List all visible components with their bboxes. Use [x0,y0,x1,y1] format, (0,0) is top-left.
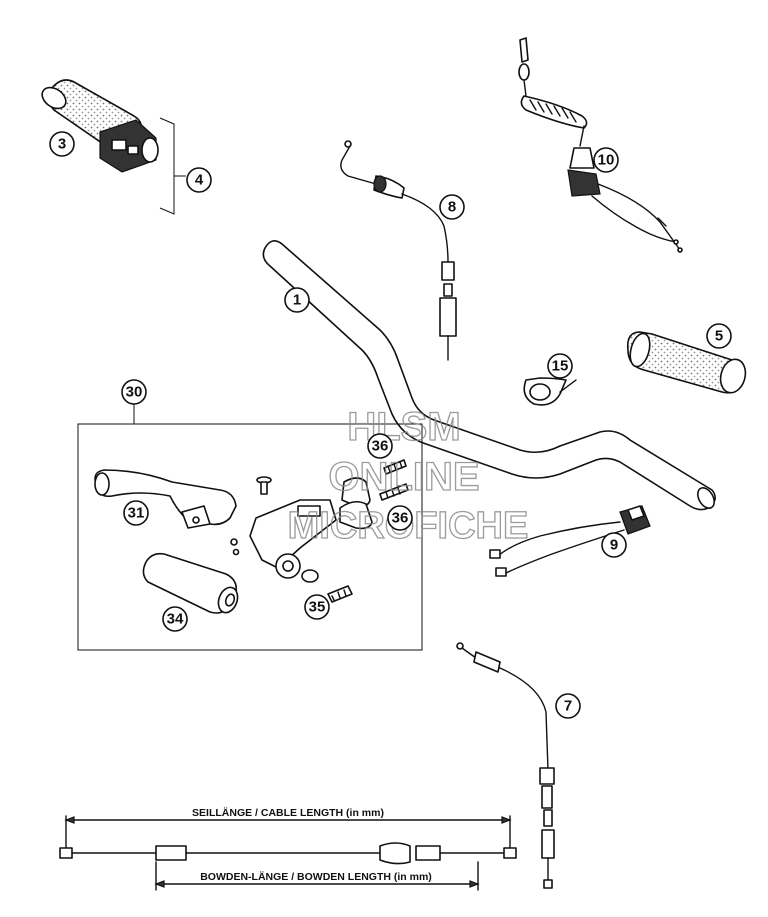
callout-34-label: 34 [167,611,184,628]
callout-1: 1 [284,287,310,313]
callout-35: 35 [304,594,330,620]
throttle-cable [340,140,457,361]
callout-10-label: 10 [598,152,615,169]
callout-35-label: 35 [309,599,326,616]
callout-36-lower-label: 36 [392,510,409,527]
callout-31-label: 31 [128,505,145,522]
bar-clamp [339,477,373,530]
right-grip [626,331,747,394]
lever-cover [142,552,239,614]
cable-tie [523,377,577,406]
callout-31: 31 [123,500,149,526]
clutch-lever [94,469,237,529]
watermark-line-2: ONLINE [328,455,479,499]
callout-4: 4 [186,167,212,193]
callout-36-upper: 36 [367,433,393,459]
callout-1-label: 1 [293,292,301,309]
callout-9: 9 [601,532,627,558]
callout-30-label: 30 [126,384,143,401]
left-grip-with-switch [41,79,159,173]
starter-switch [489,505,651,577]
watermark-line-1: HLSM [347,405,460,449]
callout-15-label: 15 [552,358,569,375]
callout-9-label: 9 [610,537,618,554]
bolt-36-upper [383,459,407,475]
screw [256,476,272,495]
callout-3-label: 3 [58,136,66,153]
clutch-cable [456,642,555,889]
bowden-length-label: BOWDEN-LÄNGE / BOWDEN LENGTH (in mm) [200,870,432,883]
callout-7: 7 [555,693,581,719]
callout-34: 34 [162,606,188,632]
cable-length-label: SEILLÄNGE / CABLE LENGTH (in mm) [192,806,384,819]
leader-4 [159,117,186,215]
bolt-36-lower [379,483,409,501]
callout-36-lower: 36 [387,505,413,531]
callout-36-upper-label: 36 [372,438,389,455]
callout-15: 15 [547,353,573,379]
callout-4-label: 4 [195,172,204,189]
clutch-assembly-frame [77,423,423,651]
callout-5-label: 5 [715,328,723,345]
lever-bracket [230,499,337,579]
kill-switch-lanyard [518,37,683,253]
callout-7-label: 7 [564,698,572,715]
cable-length-drawing [59,815,517,891]
callout-10: 10 [593,147,619,173]
callout-8: 8 [439,194,465,220]
callout-30: 30 [121,379,147,405]
handlebar [262,240,716,511]
callout-8-label: 8 [448,199,456,216]
adjuster-screw-35 [301,569,353,603]
callout-5: 5 [706,323,732,349]
callouts: 1 3 4 5 7 8 9 10 [49,131,732,719]
callout-3: 3 [49,131,75,157]
